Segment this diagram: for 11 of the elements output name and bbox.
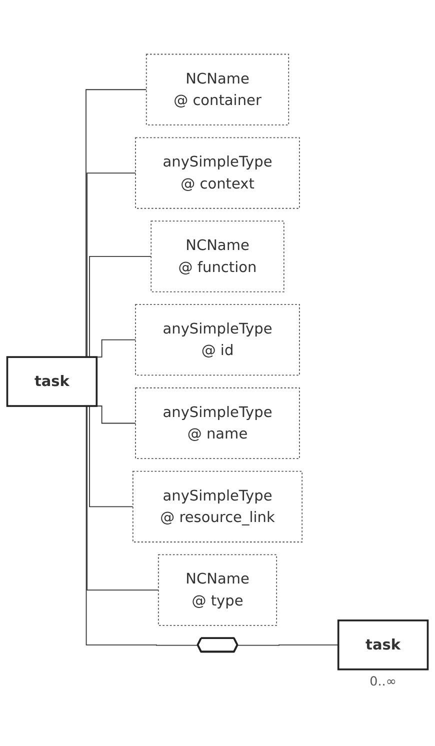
node-box: NCName @ function [150,220,284,293]
node-box: task [6,356,98,408]
node-box: anySimpleType @ resource_link [132,471,303,543]
node-box: NCName @ container [146,54,290,126]
occurrence-label: 0..∞ [370,674,396,689]
node-box: NCName @ type [158,554,278,626]
node-box: anySimpleType @ context [135,138,300,210]
node-box: task [337,620,429,671]
node-box: anySimpleType @ id [135,304,300,376]
node-box: anySimpleType @ name [135,388,300,460]
connector [237,644,339,646]
